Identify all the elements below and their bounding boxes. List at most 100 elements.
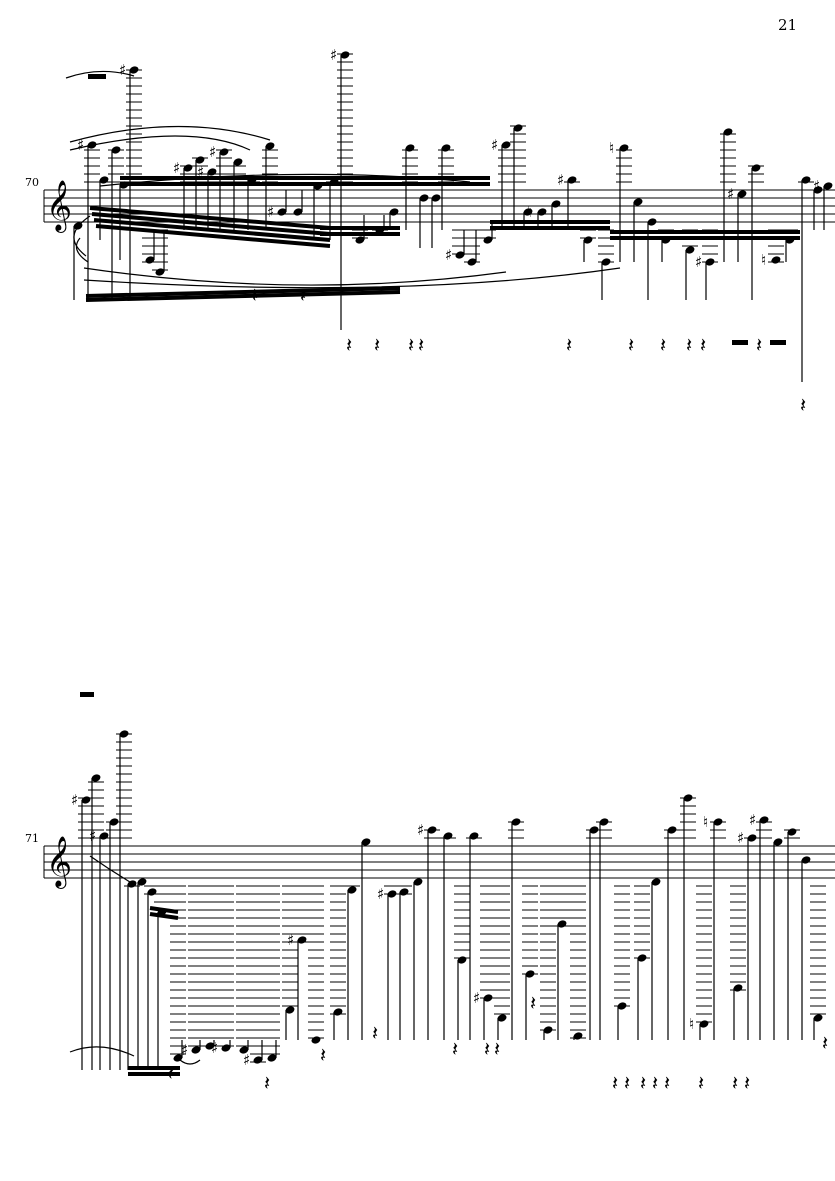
slur bbox=[75, 237, 89, 263]
notehead bbox=[457, 956, 467, 964]
treble-clef-icon: 𝄞 bbox=[46, 180, 72, 233]
notehead bbox=[219, 148, 229, 156]
notehead bbox=[109, 818, 119, 826]
notehead bbox=[413, 878, 423, 886]
notehead bbox=[747, 834, 757, 842]
notehead bbox=[667, 826, 677, 834]
notehead bbox=[633, 198, 643, 206]
sharp-icon: ♯ bbox=[181, 1041, 188, 1059]
notehead bbox=[253, 1056, 263, 1064]
natural-icon: ♮ bbox=[689, 1015, 694, 1033]
quarter-rest-icon: 𝄽 bbox=[252, 283, 258, 307]
natural-icon: ♮ bbox=[761, 251, 766, 269]
whole-rest-icon bbox=[770, 340, 786, 345]
notehead bbox=[347, 886, 357, 894]
notehead bbox=[699, 1020, 709, 1028]
sharp-icon: ♯ bbox=[557, 171, 564, 189]
beam bbox=[95, 224, 331, 248]
sharp-icon: ♯ bbox=[737, 829, 744, 847]
notehead bbox=[333, 1008, 343, 1016]
system-measure-71: 𝄞♯♯♯♯♯♯♯♯♯♮♮♯♯𝄽𝄽𝄽𝄽𝄽𝄽𝄽𝄽𝄽𝄽𝄽𝄽𝄽𝄽𝄽𝄽𝄽 bbox=[43, 692, 835, 1095]
notehead bbox=[207, 168, 217, 176]
sharp-icon: ♯ bbox=[417, 821, 424, 839]
notehead bbox=[455, 251, 465, 259]
notehead bbox=[467, 258, 477, 266]
sharp-icon: ♯ bbox=[89, 827, 96, 845]
notehead bbox=[537, 208, 547, 216]
notehead bbox=[399, 888, 409, 896]
notehead bbox=[771, 256, 781, 264]
quarter-rest-icon: 𝄽 bbox=[168, 1061, 174, 1085]
quarter-rest-icon: 𝄽 bbox=[660, 333, 666, 357]
notehead bbox=[361, 838, 371, 846]
notehead bbox=[277, 208, 287, 216]
slur bbox=[83, 267, 507, 286]
notehead bbox=[523, 208, 533, 216]
notehead bbox=[233, 158, 243, 166]
natural-icon: ♮ bbox=[527, 203, 532, 221]
notehead bbox=[751, 164, 761, 172]
quarter-rest-icon: 𝄽 bbox=[756, 333, 762, 357]
beam bbox=[91, 212, 331, 236]
notehead bbox=[183, 164, 193, 172]
sharp-icon: ♯ bbox=[695, 253, 702, 271]
notehead bbox=[813, 186, 823, 194]
sharp-icon: ♯ bbox=[243, 1051, 250, 1069]
slur bbox=[73, 215, 91, 257]
quarter-rest-icon: 𝄽 bbox=[418, 333, 424, 357]
quarter-rest-icon: 𝄽 bbox=[566, 333, 572, 357]
quarter-rest-icon: 𝄽 bbox=[320, 1043, 326, 1067]
notehead bbox=[557, 920, 567, 928]
slur bbox=[83, 267, 621, 289]
slur bbox=[69, 125, 271, 143]
notehead bbox=[567, 176, 577, 184]
beam bbox=[85, 286, 401, 298]
sharp-icon: ♯ bbox=[287, 931, 294, 949]
sharp-icon: ♯ bbox=[211, 1039, 218, 1057]
notehead bbox=[813, 1014, 823, 1022]
notehead bbox=[265, 142, 275, 150]
notehead bbox=[511, 818, 521, 826]
notehead bbox=[543, 1026, 553, 1034]
notehead bbox=[637, 954, 647, 962]
notehead bbox=[427, 826, 437, 834]
treble-clef-icon: 𝄞 bbox=[46, 836, 72, 889]
quarter-rest-icon: 𝄽 bbox=[612, 1071, 618, 1095]
whole-rest-icon bbox=[88, 74, 106, 79]
notehead bbox=[483, 236, 493, 244]
notehead bbox=[513, 124, 523, 132]
quarter-rest-icon: 𝄽 bbox=[494, 1037, 500, 1061]
sharp-icon: ♯ bbox=[267, 203, 274, 221]
slur bbox=[69, 135, 251, 151]
slur bbox=[89, 855, 131, 883]
sharp-icon: ♯ bbox=[71, 791, 78, 809]
quarter-rest-icon: 𝄽 bbox=[640, 1071, 646, 1095]
notehead bbox=[801, 856, 811, 864]
notehead bbox=[573, 1032, 583, 1040]
quarter-rest-icon: 𝄽 bbox=[408, 333, 414, 357]
notehead bbox=[685, 246, 695, 254]
notehead bbox=[441, 144, 451, 152]
notehead bbox=[525, 970, 535, 978]
natural-icon: ♮ bbox=[609, 139, 614, 157]
notehead bbox=[583, 236, 593, 244]
system-measure-70: 𝄞♯♯♯♯♯♯♯♯♯♮♯♮♯♯♮♯𝄽𝄽𝄽𝄽𝄽𝄽𝄽𝄽𝄽𝄽𝄽𝄽𝄽 bbox=[43, 46, 835, 417]
notehead bbox=[551, 200, 561, 208]
notehead bbox=[137, 878, 147, 886]
quarter-rest-icon: 𝄽 bbox=[800, 393, 806, 417]
quarter-rest-icon: 𝄽 bbox=[300, 283, 306, 307]
natural-icon: ♮ bbox=[703, 813, 708, 831]
slur bbox=[179, 1059, 201, 1065]
quarter-rest-icon: 𝄽 bbox=[264, 1071, 270, 1095]
notehead bbox=[155, 268, 165, 276]
quarter-rest-icon: 𝄽 bbox=[484, 1037, 490, 1061]
quarter-rest-icon: 𝄽 bbox=[374, 333, 380, 357]
notehead bbox=[501, 141, 511, 149]
sharp-icon: ♯ bbox=[473, 989, 480, 1007]
page-number: 21 bbox=[778, 16, 798, 34]
notehead bbox=[389, 208, 399, 216]
notehead bbox=[497, 1014, 507, 1022]
notehead bbox=[191, 1046, 201, 1054]
